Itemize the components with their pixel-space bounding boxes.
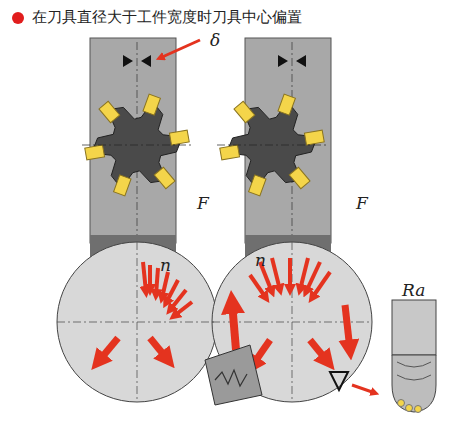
insert [220, 145, 240, 160]
force-arrow [156, 268, 158, 295]
chip [205, 345, 262, 405]
insert [415, 406, 422, 413]
milling-cutter [217, 94, 327, 196]
force-arrow [345, 305, 350, 350]
symbol-label: n [255, 250, 266, 270]
insert [398, 400, 405, 407]
center-line [137, 242, 138, 402]
cutter-circle [57, 242, 217, 402]
insert [85, 145, 105, 160]
symbol-label: δ [210, 30, 220, 50]
force-arrow [150, 338, 168, 360]
delta-arrow [160, 40, 200, 58]
insert [289, 167, 310, 189]
force-arrow [288, 258, 292, 290]
force-arrow [174, 302, 192, 316]
insert [169, 130, 189, 145]
force-arrow [300, 258, 308, 290]
force-arrow [310, 340, 328, 362]
insert [304, 130, 324, 145]
force-arrow [272, 258, 280, 290]
insert [234, 101, 255, 123]
surface-symbol [330, 372, 348, 390]
force-arrow [250, 275, 266, 298]
insert [278, 94, 295, 115]
force-arrow [162, 272, 168, 298]
force-arrow [252, 340, 270, 366]
insert [406, 405, 413, 412]
symbol-label: F [356, 193, 368, 213]
pointer-arrow [352, 385, 375, 393]
milling-cutter [82, 94, 192, 196]
tool-flute [397, 362, 431, 380]
symbol-label: F [197, 193, 209, 213]
tool-head [392, 355, 436, 412]
tool-shank [392, 300, 436, 355]
insert [249, 175, 266, 196]
bullet-dot [12, 12, 24, 24]
symbol-label: n [160, 255, 171, 275]
title: 在刀具直径大于工件宽度时刀具中心偏置 [32, 8, 302, 27]
insert [114, 175, 131, 196]
chip-texture [215, 370, 247, 386]
insert [99, 101, 120, 123]
symbol-label: Ra [402, 280, 425, 300]
insert [154, 167, 175, 189]
force-arrow [312, 272, 330, 298]
insert [143, 94, 160, 115]
force-arrow [98, 338, 118, 362]
force-arrow [143, 262, 146, 292]
force-arrow [232, 302, 236, 350]
force-arrow [148, 265, 152, 290]
